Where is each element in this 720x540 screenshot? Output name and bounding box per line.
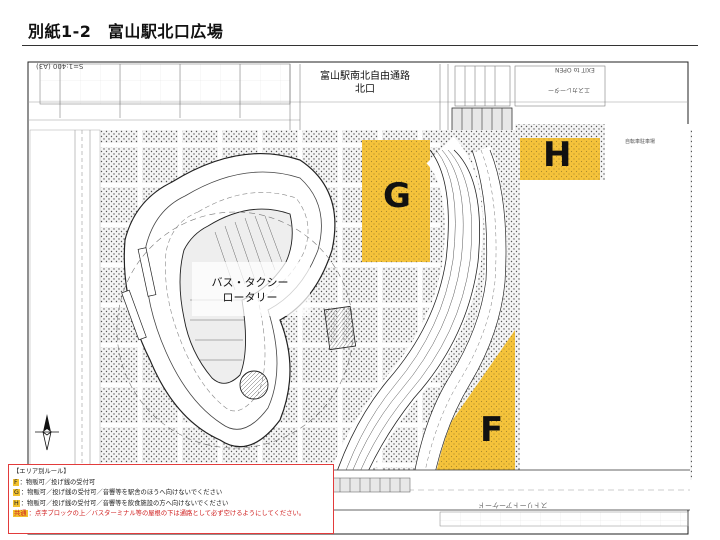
page-title: 別紙1-2 富山駅北口広場 — [28, 22, 224, 41]
rotary-label-line1: バス・タクシー — [211, 276, 289, 289]
legend-key-g: G — [13, 489, 20, 496]
station-plaza-map — [22, 60, 692, 536]
legend-key-common: 共通 — [13, 510, 28, 517]
passage-label-line1: 富山駅南北自由通路 — [320, 71, 410, 82]
site-plan-drawing — [27, 61, 692, 535]
area-rules-legend: 【エリア別ルール】 F：物販可／投げ銭の受付可 G：物販可／投げ銭の受付可／音響… — [8, 464, 334, 534]
legend-text-g: ：物販可／投げ銭の受付可／音響等を駅舎のほうへ向けないでください — [20, 489, 223, 496]
legend-title: 【エリア別ルール】 — [13, 468, 70, 475]
legend-row-h: H：物販可／投げ銭の受付可／音響等を飲食施設の方へ向けないでください — [13, 499, 329, 510]
bicycle-parking-label: 自転車駐車場 — [625, 139, 656, 145]
rotary-label: バス・タクシー ロータリー — [200, 275, 300, 305]
legend-key-f: F — [13, 478, 19, 486]
legend-text-common: ：点字ブロックの上／バスターミナル等の屋根の下は通路として必ず空けるようにしてく… — [28, 510, 306, 517]
street-arcade-label: ストリートアーケード — [478, 501, 548, 509]
legend-row-f: F：物販可／投げ銭の受付可 — [13, 478, 329, 489]
legend-text-h: ：物販可／投げ銭の受付可／音響等を飲食施設の方へ向けないでください — [20, 499, 229, 507]
passage-label-line2: 北口 — [355, 84, 375, 95]
escalator-label: エスカレーター — [548, 86, 591, 93]
legend-key-h: H — [13, 499, 20, 507]
zone-f-label: F — [480, 410, 504, 450]
north-passage-label: 富山駅南北自由通路 北口 — [300, 70, 430, 96]
legend-text-f: ：物販可／投げ銭の受付可 — [19, 478, 96, 486]
legend-row-g: G：物販可／投げ銭の受付可／音響等を駅舎のほうへ向けないでください — [13, 488, 329, 499]
zone-h-label: H — [543, 135, 572, 175]
rotary-label-line2: ロータリー — [222, 291, 278, 304]
title-divider — [22, 45, 698, 46]
zone-g-label: G — [383, 176, 411, 216]
compass-north-arrow-icon — [35, 414, 59, 451]
scale-label: S=1:400 (A3) — [36, 62, 84, 70]
legend-row-common: 共通：点字ブロックの上／バスターミナル等の屋根の下は通路として必ず空けるようにし… — [13, 509, 329, 520]
exit-sign-label: EXIT to OPEN — [555, 66, 595, 73]
